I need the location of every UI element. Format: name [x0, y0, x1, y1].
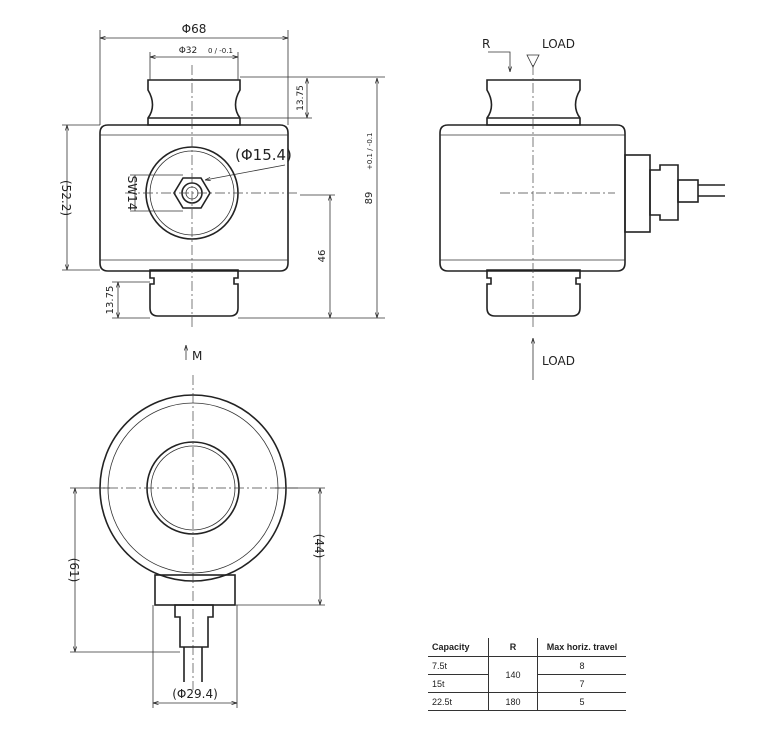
cell-capacity: 7.5t: [428, 656, 489, 675]
dim-total-height: 89: [364, 192, 375, 205]
table-row: 15t 7: [428, 674, 626, 693]
dim-top-height: 13.75: [296, 85, 306, 111]
cell-travel: 8: [537, 656, 626, 675]
load-bottom-label: LOAD: [542, 354, 575, 368]
dim-bottom-height: 13.75: [105, 286, 116, 315]
cell-capacity: 15t: [428, 674, 489, 693]
dim-body-height: (52.2): [59, 180, 73, 216]
table-row: 7.5t 140 8: [428, 656, 626, 693]
bottom-view: M (61) (44) (Φ29.4): [67, 345, 326, 708]
dim-gland: (Φ29.4): [172, 687, 218, 701]
side-view: R LOAD LOAD: [439, 37, 725, 380]
dim-right: (44): [312, 534, 326, 559]
dim-outer-diameter: Φ68: [182, 22, 207, 36]
dim-top-diameter: Φ32: [179, 46, 198, 56]
radius-label: R: [482, 37, 490, 51]
header-capacity: Capacity: [428, 638, 489, 657]
capacity-table: Capacity R Max horiz. travel 7.5t 140 8 …: [428, 638, 626, 711]
cell-capacity: 22.5t: [428, 692, 489, 711]
dim-top-diameter-tolerance: 0 / -0.1: [208, 47, 233, 55]
cell-travel: 5: [537, 692, 626, 711]
dim-center-height: 46: [317, 250, 328, 263]
cell-r: 140: [488, 656, 538, 693]
header-travel: Max horiz. travel: [537, 638, 626, 657]
dim-bore: (Φ15.4): [235, 146, 292, 164]
mark-label: M: [192, 349, 202, 363]
load-top-label: LOAD: [542, 37, 575, 51]
dim-total-height-tolerance: +0.1 / -0.1: [366, 133, 374, 170]
cell-travel: 7: [537, 674, 626, 693]
dim-wrench: SW14: [125, 176, 139, 211]
table-row: 22.5t 180 5: [428, 692, 626, 711]
dim-left: (61): [67, 558, 81, 583]
front-view: Φ68 Φ32 13.75 89 46 (52.2) 13.75 (Φ15.4)…: [59, 22, 385, 330]
cell-r: 180: [488, 692, 538, 711]
header-r: R: [488, 638, 538, 657]
